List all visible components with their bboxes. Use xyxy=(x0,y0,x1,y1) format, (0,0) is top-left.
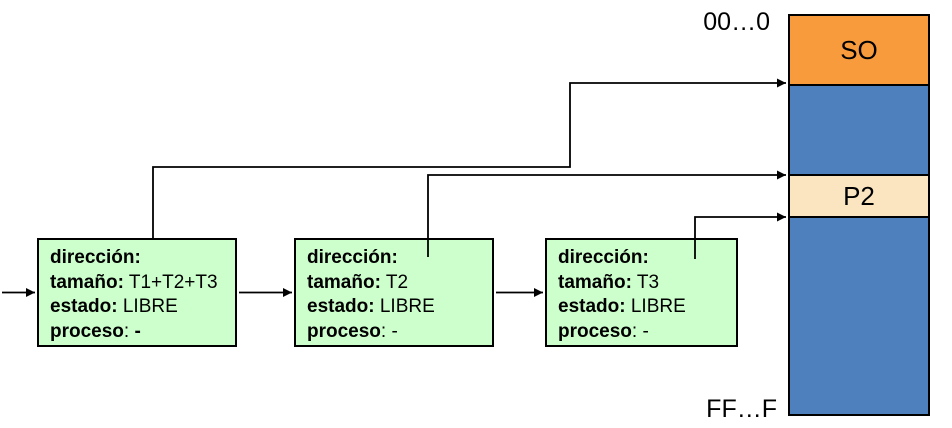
field-label: proceso xyxy=(50,320,124,342)
node3-field-proceso: proceso: - xyxy=(558,320,736,345)
field-label: proceso xyxy=(307,320,381,342)
field-label: estado: xyxy=(307,296,375,317)
field-label: tamaño: xyxy=(307,271,381,293)
node2-field-tamano: tamaño: T2 xyxy=(307,271,492,296)
field-value: LIBRE xyxy=(625,296,686,317)
memory-segment-hole-lower xyxy=(790,216,928,414)
node3-field-estado: estado: LIBRE xyxy=(558,295,736,320)
memory-segment-p2-label: P2 xyxy=(843,181,875,211)
node2-field-proceso: proceso: - xyxy=(307,320,492,345)
field-value: LIBRE xyxy=(374,296,435,317)
field-label: dirección: xyxy=(307,247,398,268)
memory-segment-hole-upper xyxy=(790,84,928,174)
field-value: T1+T2+T3 xyxy=(123,271,218,293)
node3-field-tamano: tamaño: T3 xyxy=(558,271,736,296)
field-value: T3 xyxy=(631,271,660,293)
memory-segment-so: SO xyxy=(790,16,928,84)
node1-field-direccion: dirección: xyxy=(50,246,235,271)
node2-field-estado: estado: LIBRE xyxy=(307,295,492,320)
field-label: proceso xyxy=(558,320,632,342)
field-value: : - xyxy=(380,320,398,342)
node1-field-estado: estado: LIBRE xyxy=(50,295,235,320)
field-value: : xyxy=(123,320,135,342)
field-value: : - xyxy=(631,320,649,342)
field-value: - xyxy=(134,320,141,342)
memory-segment-so-label: SO xyxy=(840,35,878,65)
field-label: tamaño: xyxy=(558,271,632,293)
node1-field-tamano: tamaño: T1+T2+T3 xyxy=(50,271,235,296)
free-block-node-1: dirección: tamaño: T1+T2+T3 estado: LIBR… xyxy=(37,238,237,347)
memory-segment-p2: P2 xyxy=(790,174,928,216)
free-block-node-3: dirección: tamaño: T3 estado: LIBRE proc… xyxy=(545,238,738,347)
field-label: dirección: xyxy=(50,247,141,268)
node3-field-direccion: dirección: xyxy=(558,246,736,271)
node2-field-direccion: dirección: xyxy=(307,246,492,271)
field-label: estado: xyxy=(50,296,118,317)
end-address-label: FF…F xyxy=(706,395,777,423)
node1-field-proceso: proceso: - xyxy=(50,320,235,345)
field-value: LIBRE xyxy=(117,296,178,317)
node1-address-pointer-arrow xyxy=(152,78,786,238)
field-value: T2 xyxy=(380,271,409,293)
field-label: estado: xyxy=(558,296,626,317)
start-address-label: 00…0 xyxy=(703,8,770,36)
memory-map-bar: SO P2 xyxy=(788,14,930,416)
field-label: tamaño: xyxy=(50,271,124,293)
free-block-node-2: dirección: tamaño: T2 estado: LIBRE proc… xyxy=(294,238,494,347)
field-label: dirección: xyxy=(558,247,649,268)
